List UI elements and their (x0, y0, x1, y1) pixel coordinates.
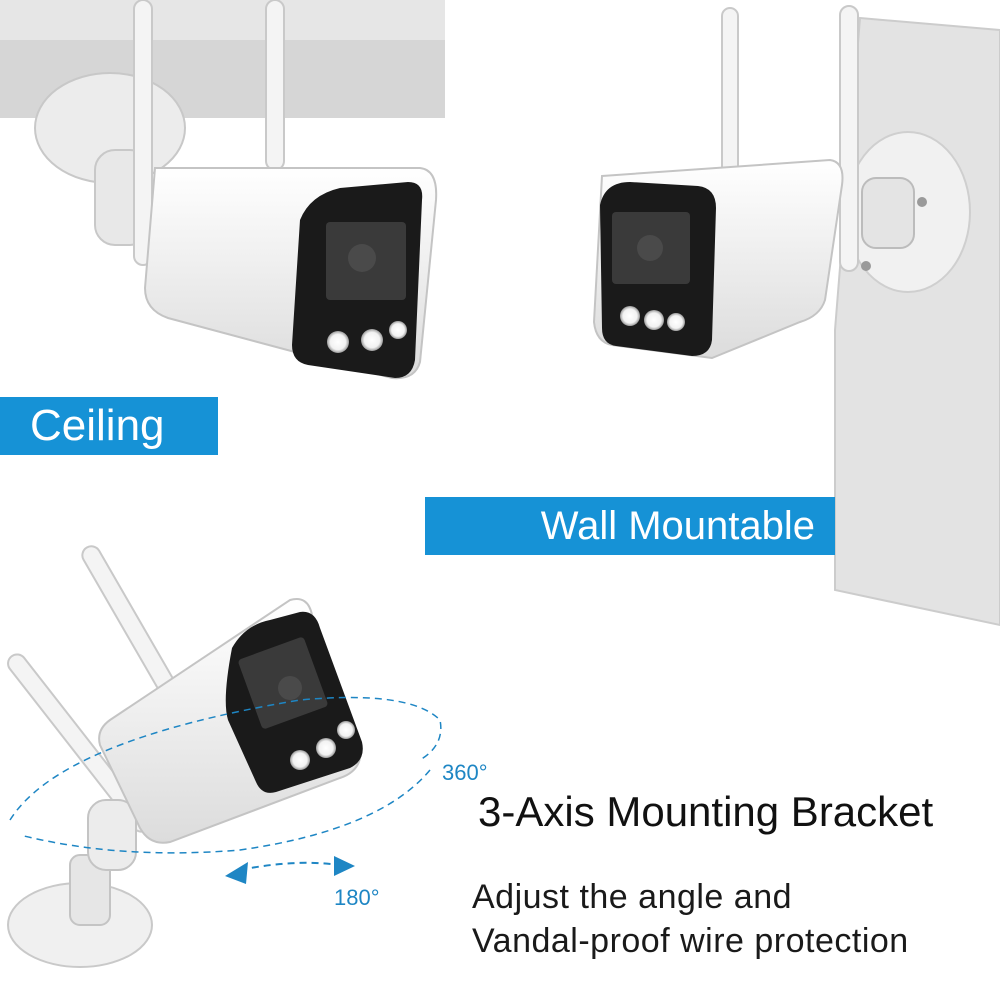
camera-lens (348, 244, 376, 272)
rotation-arc-360 (9, 696, 442, 821)
ceiling-surface-edge (0, 0, 445, 40)
antenna-left (133, 0, 153, 266)
ceiling-camera (0, 0, 445, 380)
arrow-right-icon (334, 856, 355, 876)
camera-lens (637, 235, 663, 261)
wall-camera (592, 5, 1000, 627)
led-light (316, 738, 336, 758)
led-light (620, 306, 640, 326)
led-light (389, 321, 407, 339)
bracket-arm (87, 799, 137, 871)
arrow-left-icon (225, 862, 248, 884)
ceiling-label: Ceiling (0, 397, 218, 455)
antenna-right (265, 0, 285, 171)
wall-bracket-joint (861, 177, 915, 249)
screw-icon (861, 261, 871, 271)
bracket-heading: 3-Axis Mounting Bracket (478, 788, 934, 835)
led-light (337, 721, 355, 739)
antenna-right (839, 5, 859, 272)
bracket-description-line-1: Adjust the angle and (472, 878, 793, 916)
wall-mountable-label: Wall Mountable (425, 497, 835, 555)
led-light (361, 329, 383, 351)
led-light (667, 313, 685, 331)
rotation-180-label: 180° (334, 885, 380, 910)
led-light (327, 331, 349, 353)
led-light (290, 750, 310, 770)
wall-surface (834, 16, 1000, 627)
rotation-360-label: 360° (442, 760, 488, 785)
rotation-arrow-180 (239, 861, 346, 871)
rotation-arc-360-lower (19, 769, 431, 854)
camera-lens (278, 676, 302, 700)
bracket-camera (7, 545, 363, 968)
led-light (644, 310, 664, 330)
screw-icon (917, 197, 927, 207)
bracket-description-line-2: Vandal-proof wire protection (472, 922, 909, 960)
